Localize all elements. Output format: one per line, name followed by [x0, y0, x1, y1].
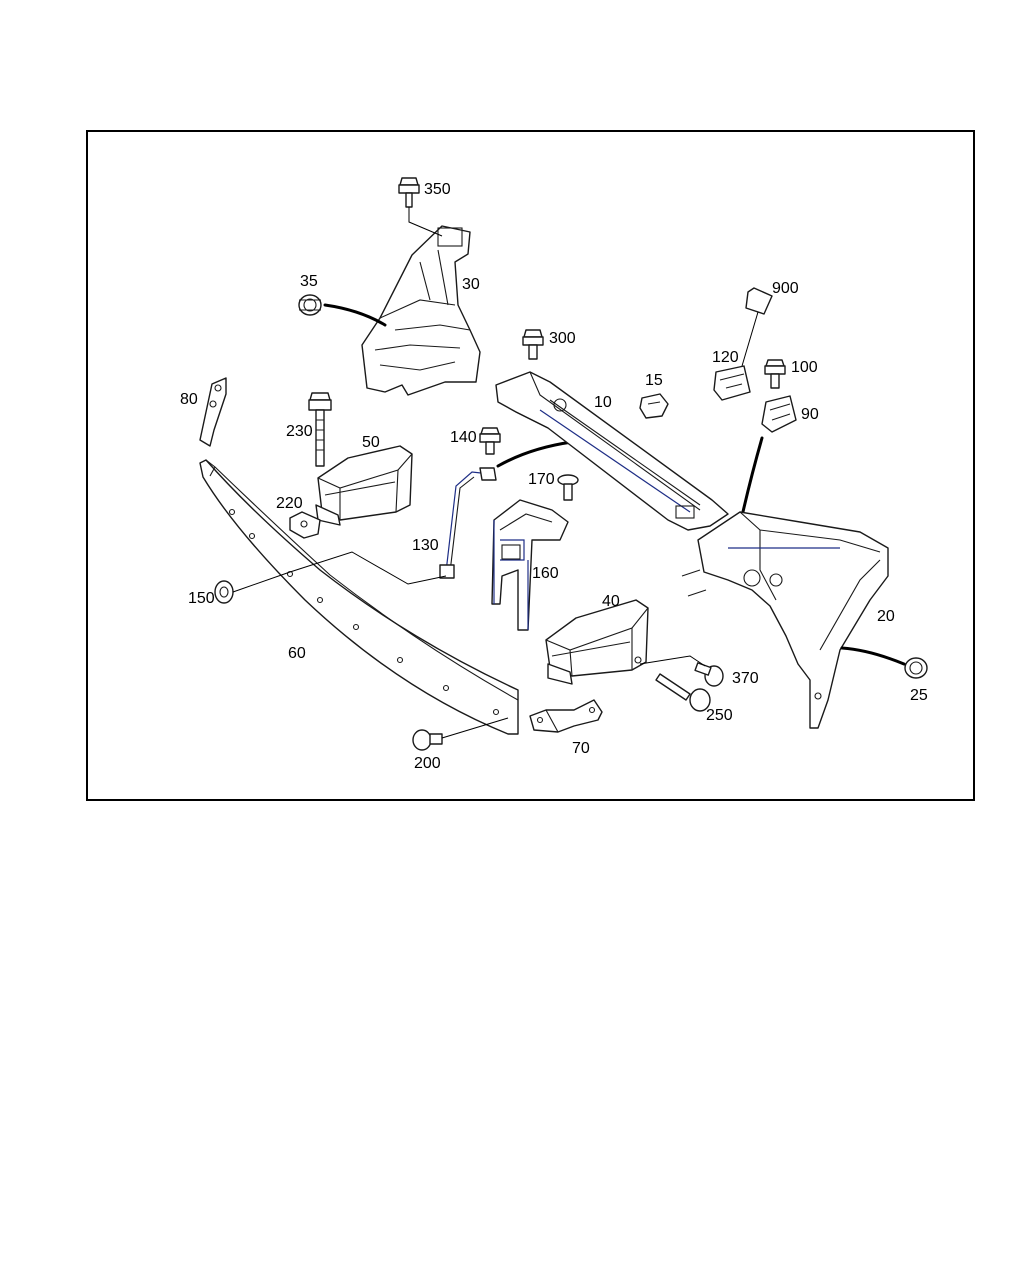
- part-20-frame: [681, 511, 889, 729]
- part-220-plate: [289, 511, 321, 539]
- callout-350: 350: [424, 181, 451, 198]
- part-130-rod: [289, 467, 497, 585]
- callout-70: 70: [572, 740, 590, 757]
- part-40-crashbox: [545, 599, 649, 685]
- part-150-nut: [214, 571, 291, 604]
- part-90-latch: [738, 395, 797, 527]
- part-350-bolt: [398, 177, 443, 237]
- callout-20: 20: [877, 608, 895, 625]
- callout-300: 300: [549, 330, 576, 347]
- callout-250: 250: [706, 707, 733, 724]
- callout-30: 30: [462, 276, 480, 293]
- callout-140: 140: [450, 429, 477, 446]
- callout-60: 60: [288, 645, 306, 662]
- part-25-grommet: [840, 646, 928, 679]
- callout-170: 170: [528, 471, 555, 488]
- callout-150: 150: [188, 590, 215, 607]
- callout-50: 50: [362, 434, 380, 451]
- part-10-crossmember: [495, 371, 729, 531]
- part-900-label: [741, 287, 773, 367]
- diagram-frame: [86, 130, 975, 801]
- callout-25: 25: [910, 687, 928, 704]
- callout-120: 120: [712, 349, 739, 366]
- part-170-screw: [557, 474, 579, 501]
- callout-40: 40: [602, 593, 620, 610]
- callout-220: 220: [276, 495, 303, 512]
- part-120-clip: [713, 365, 751, 401]
- callout-370: 370: [732, 670, 759, 687]
- part-370-bolt: [639, 655, 724, 687]
- callout-100: 100: [791, 359, 818, 376]
- part-140-bolt: [479, 427, 574, 468]
- callout-200: 200: [414, 755, 441, 772]
- part-250-bolt: [655, 673, 711, 712]
- part-35-grommet: [298, 294, 387, 327]
- callout-80: 80: [180, 391, 198, 408]
- part-100-bolt: [764, 359, 786, 389]
- part-300-bolt: [522, 329, 544, 360]
- callout-90: 90: [801, 406, 819, 423]
- part-200-screw: [412, 717, 509, 751]
- callout-230: 230: [286, 423, 313, 440]
- part-80-bracket: [199, 377, 227, 447]
- part-50-crashbox: [315, 445, 413, 526]
- callout-15: 15: [645, 372, 663, 389]
- part-160-bracket: [491, 499, 569, 631]
- part-230-bolt: [308, 392, 332, 467]
- part-60-beam: [199, 459, 519, 735]
- callout-160: 160: [532, 565, 559, 582]
- callout-900: 900: [772, 280, 799, 297]
- callout-10: 10: [594, 394, 612, 411]
- callout-35: 35: [300, 273, 318, 290]
- part-70-bracket: [529, 699, 603, 733]
- part-15-clip: [639, 393, 669, 419]
- callout-130: 130: [412, 537, 439, 554]
- part-30-bracket: [361, 225, 481, 396]
